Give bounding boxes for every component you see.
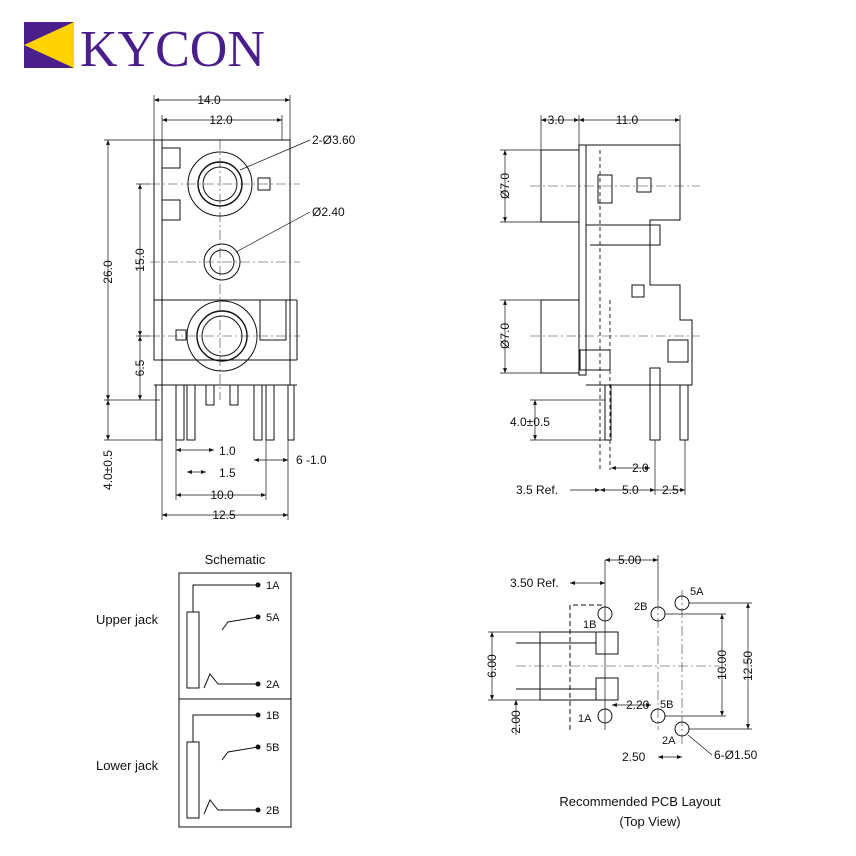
dim-pin-pitch-a: 1.0: [219, 444, 236, 458]
dim-lower-dia: Ø7.0: [498, 323, 512, 349]
dim-height-overall: 26.0: [101, 260, 115, 284]
dim-pin-pitch-b: 1.5: [219, 466, 236, 480]
dim-pin-span-b: 12.5: [212, 508, 236, 522]
pcb-dim-right-b: 12.50: [741, 651, 755, 681]
dim-hole-large: 2-Ø3.60: [312, 133, 356, 147]
pin-5a: 5A: [266, 612, 280, 624]
front-view: 14.0 12.0 2-Ø3.60 Ø2.40 26.0 15.0 6.5 4.…: [101, 93, 356, 522]
dim-side-pin-length: 4.0±0.5: [510, 415, 550, 429]
dim-pin-span-a: 10.0: [210, 488, 234, 502]
logo-upper-triangle: [24, 22, 74, 45]
dim-pin-width: 6 -1.0: [296, 453, 327, 467]
schematic-title: Schematic: [205, 552, 266, 567]
pcb-title: Recommended PCB Layout: [559, 794, 721, 809]
pin-2b: 2B: [266, 805, 279, 817]
dim-width-inner: 12.0: [209, 113, 233, 127]
upper-jack-label: Upper jack: [96, 612, 159, 627]
pcb-dim-mid: 2.20: [626, 698, 650, 712]
dim-hole-small: Ø2.40: [312, 205, 345, 219]
brand-logo: KYCON: [24, 21, 265, 78]
pcb-dim-left2: 2.00: [509, 710, 523, 734]
dim-pin-span: 5.0: [622, 483, 639, 497]
dim-pin-length: 4.0±0.5: [101, 450, 115, 490]
pcb-layout: 5.00 3.50 Ref. 6.00 2.00 10.00 12.50 2.2…: [485, 553, 758, 829]
pin-1a: 1A: [266, 580, 280, 592]
dim-width-overall: 14.0: [197, 93, 221, 107]
pcb-pin-2a: 2A: [662, 735, 676, 747]
brand-name: KYCON: [80, 21, 265, 78]
pcb-dim-bottom: 2.50: [622, 750, 646, 764]
pcb-pin-1b: 1B: [583, 619, 596, 631]
pcb-dim-right-a: 10.00: [715, 650, 729, 680]
lower-jack-label: Lower jack: [96, 758, 159, 773]
pcb-pin-5a: 5A: [690, 586, 704, 598]
pcb-holes: 6-Ø1.50: [714, 748, 758, 762]
dim-center-spacing: 15.0: [133, 248, 147, 272]
pcb-dim-left: 6.00: [485, 654, 499, 678]
pin-5b: 5B: [266, 742, 279, 754]
pin-2a: 2A: [266, 679, 280, 691]
pcb-pin-2b: 2B: [634, 601, 647, 613]
side-view: 3.0 11.0 Ø7.0 Ø7.0 4.0±0.5 2.0 3.5 Ref. …: [498, 113, 700, 497]
dim-ref: 3.5 Ref.: [516, 483, 558, 497]
schematic: Schematic Upper jack Lower jack 1A 5A 2A…: [96, 552, 292, 828]
dim-pin-gap: 2.0: [632, 461, 649, 475]
pin-1b: 1B: [266, 710, 279, 722]
pcb-pin-1a: 1A: [578, 713, 592, 725]
dim-upper-dia: Ø7.0: [498, 173, 512, 199]
logo-lower-triangle: [24, 45, 74, 68]
dim-flange: 3.0: [548, 113, 565, 127]
pcb-dim-top: 5.00: [618, 553, 642, 567]
dim-depth: 11.0: [616, 113, 639, 127]
dim-pin-offset: 2.5: [662, 483, 679, 497]
pcb-dim-ref: 3.50 Ref.: [510, 576, 559, 590]
pcb-pin-5b: 5B: [660, 699, 673, 711]
dim-lower-offset: 6.5: [133, 359, 147, 376]
pcb-subtitle: (Top View): [619, 814, 680, 829]
